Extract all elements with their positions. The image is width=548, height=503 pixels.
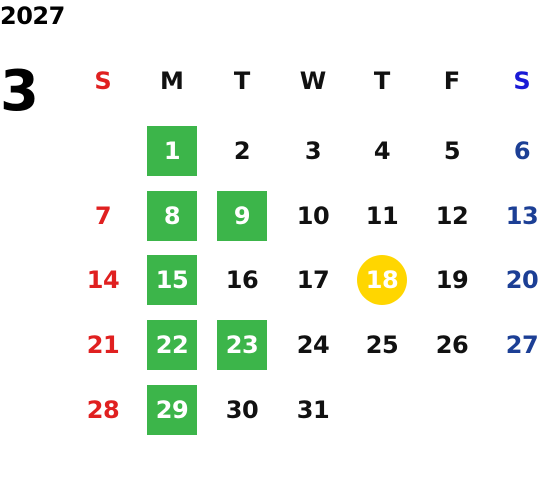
calendar-day[interactable]: 7 bbox=[94, 202, 112, 230]
calendar-day-highlighted[interactable]: 15 bbox=[147, 255, 197, 305]
calendar-day-highlighted[interactable]: 8 bbox=[147, 191, 197, 241]
calendar-day-today[interactable]: 18 bbox=[357, 255, 407, 305]
weekday-header-fri: F bbox=[443, 67, 461, 95]
calendar-day-highlighted[interactable]: 1 bbox=[147, 126, 197, 176]
calendar-day[interactable]: 19 bbox=[435, 266, 469, 294]
weekday-header-thu: T bbox=[373, 67, 391, 95]
calendar-day-highlighted[interactable]: 23 bbox=[217, 320, 267, 370]
calendar-day[interactable]: 28 bbox=[86, 396, 120, 424]
calendar-day[interactable]: 17 bbox=[296, 266, 330, 294]
calendar-day[interactable]: 4 bbox=[373, 137, 391, 165]
calendar-day[interactable]: 27 bbox=[505, 331, 539, 359]
calendar-day-highlighted[interactable]: 22 bbox=[147, 320, 197, 370]
calendar-day[interactable]: 11 bbox=[365, 202, 399, 230]
calendar-day[interactable]: 3 bbox=[304, 137, 322, 165]
weekday-header-wed: W bbox=[299, 67, 327, 95]
calendar-day-highlighted[interactable]: 29 bbox=[147, 385, 197, 435]
calendar-day[interactable]: 2 bbox=[233, 137, 251, 165]
calendar-day[interactable]: 26 bbox=[435, 331, 469, 359]
calendar-day[interactable]: 25 bbox=[365, 331, 399, 359]
calendar-day-highlighted[interactable]: 9 bbox=[217, 191, 267, 241]
calendar-day[interactable]: 24 bbox=[296, 331, 330, 359]
calendar-year: 2027 bbox=[0, 2, 65, 30]
calendar-day[interactable]: 14 bbox=[86, 266, 120, 294]
weekday-header-tue: T bbox=[233, 67, 251, 95]
weekday-header-sun: S bbox=[94, 67, 112, 95]
calendar-day[interactable]: 16 bbox=[225, 266, 259, 294]
calendar-day[interactable]: 12 bbox=[435, 202, 469, 230]
calendar-day[interactable]: 20 bbox=[505, 266, 539, 294]
weekday-header-mon: M bbox=[160, 67, 184, 95]
calendar-day[interactable]: 21 bbox=[86, 331, 120, 359]
calendar-month: 3 bbox=[0, 59, 39, 124]
weekday-header-sat: S bbox=[513, 67, 531, 95]
calendar-day[interactable]: 31 bbox=[296, 396, 330, 424]
calendar-day[interactable]: 13 bbox=[505, 202, 539, 230]
calendar-day[interactable]: 30 bbox=[225, 396, 259, 424]
calendar-day[interactable]: 5 bbox=[443, 137, 461, 165]
calendar-day[interactable]: 6 bbox=[513, 137, 531, 165]
calendar-day[interactable]: 10 bbox=[296, 202, 330, 230]
